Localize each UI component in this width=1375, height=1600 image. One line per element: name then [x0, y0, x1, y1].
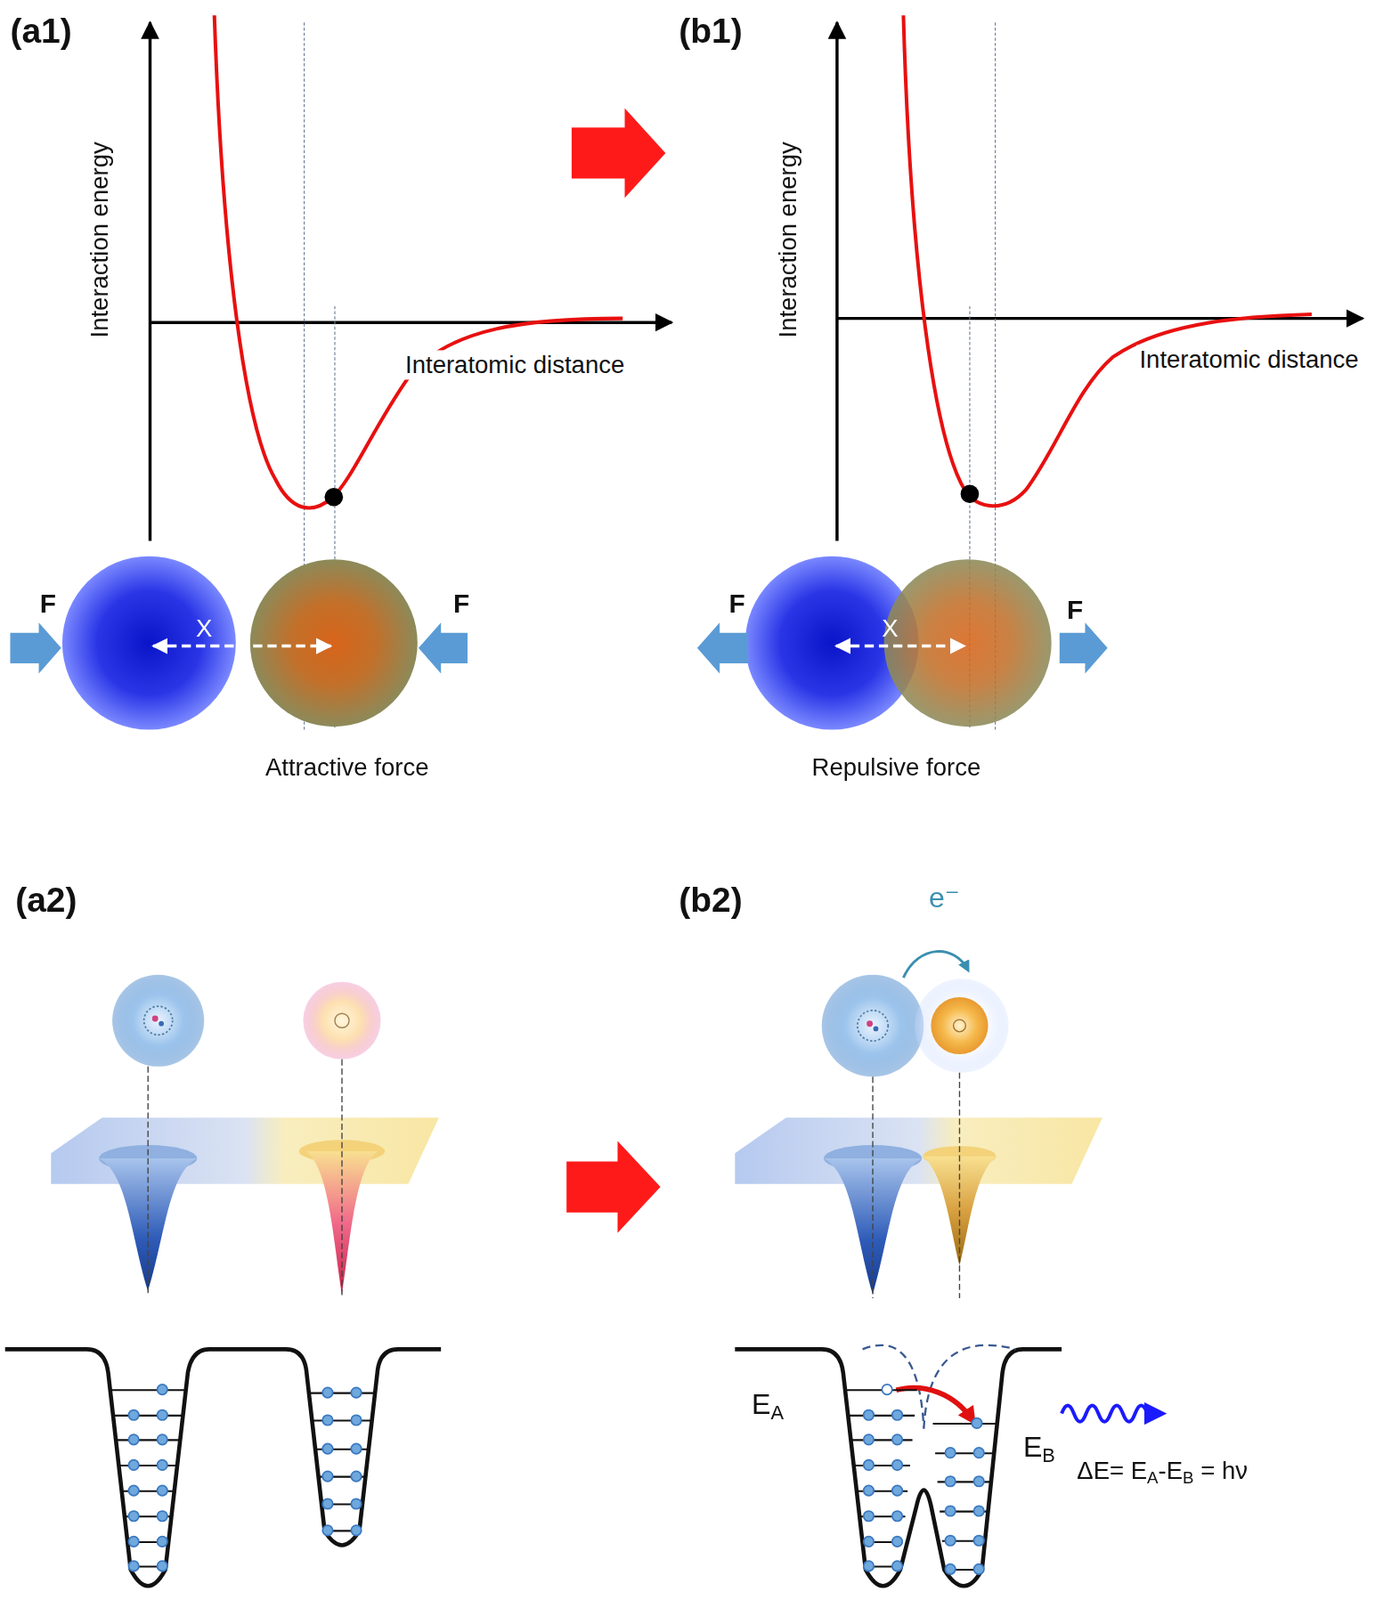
electron	[322, 1415, 333, 1425]
energy-level	[847, 1415, 915, 1417]
energy-level	[933, 1423, 998, 1425]
electron	[892, 1434, 903, 1445]
electron	[157, 1485, 168, 1496]
energy-level	[845, 1389, 918, 1392]
electron	[863, 1511, 874, 1522]
electron	[892, 1410, 903, 1421]
electron	[157, 1460, 168, 1471]
force-label: F	[728, 588, 745, 619]
panel-label: (a1)	[9, 10, 72, 51]
panel-label: (a2)	[15, 880, 77, 921]
atom-potential-b2	[734, 951, 1156, 1587]
electron	[128, 1434, 139, 1445]
energy-level	[110, 1389, 187, 1392]
transition-arrow	[571, 108, 666, 199]
electron	[350, 1525, 361, 1536]
force-label: F	[1066, 594, 1083, 626]
energy-level	[935, 1452, 994, 1455]
axis-label: Interaction energy	[84, 141, 114, 338]
electron	[944, 1564, 955, 1575]
electron	[128, 1561, 139, 1571]
energy-level	[113, 1415, 183, 1417]
electron	[350, 1471, 361, 1481]
electron	[322, 1471, 333, 1481]
electron	[128, 1485, 139, 1496]
electron	[157, 1410, 168, 1421]
electron	[944, 1476, 955, 1487]
distance-label: X	[195, 614, 212, 643]
electron	[157, 1384, 168, 1395]
electron	[944, 1505, 955, 1516]
electron	[892, 1537, 903, 1547]
electron	[974, 1476, 985, 1487]
electron	[892, 1561, 903, 1571]
electron	[322, 1443, 333, 1454]
electron	[157, 1511, 168, 1522]
energy-level	[311, 1420, 372, 1423]
axis-label: Interatomic distance	[402, 349, 628, 379]
electron	[863, 1434, 874, 1445]
electron	[350, 1498, 361, 1509]
electron	[892, 1511, 903, 1522]
energy-level	[309, 1392, 375, 1395]
panel-label: (b2)	[678, 880, 742, 921]
energy-plot-b1	[697, 15, 1363, 730]
electron	[322, 1525, 333, 1536]
energy-level	[115, 1439, 180, 1441]
axis-label: Interatomic distance	[1136, 345, 1362, 375]
electron	[322, 1387, 333, 1398]
electron	[157, 1434, 168, 1445]
panel-label: (b1)	[678, 10, 742, 51]
axis-label: Interaction energy	[773, 141, 803, 338]
atom-potential-a2	[5, 975, 441, 1587]
energy-plot-a1	[9, 15, 672, 730]
electron	[863, 1410, 874, 1421]
energy-label: EB	[1023, 1431, 1056, 1468]
electron	[157, 1537, 168, 1547]
electron	[863, 1485, 874, 1496]
electron	[944, 1448, 955, 1458]
energy-equation: ΔE= EA-EB = hν	[1076, 1456, 1248, 1488]
force-caption: Attractive force	[265, 753, 429, 782]
electron	[892, 1485, 903, 1496]
electron	[350, 1387, 361, 1398]
electron	[971, 1418, 982, 1429]
energy-label: EA	[751, 1388, 784, 1425]
electron	[863, 1537, 874, 1547]
electron	[892, 1460, 903, 1471]
electron	[974, 1448, 985, 1458]
electron	[863, 1460, 874, 1471]
electron	[128, 1460, 139, 1471]
energy-level	[850, 1439, 912, 1441]
energy-levels	[110, 1384, 998, 1575]
electron	[157, 1561, 168, 1571]
electron	[350, 1415, 361, 1425]
electron	[974, 1536, 985, 1546]
electron	[322, 1498, 333, 1509]
electron	[863, 1561, 874, 1571]
electron	[128, 1410, 139, 1421]
force-label: F	[40, 588, 57, 619]
electron-label: e⁻	[928, 881, 961, 915]
electron	[881, 1384, 892, 1395]
electron	[350, 1443, 361, 1454]
electron	[974, 1564, 985, 1575]
force-caption: Repulsive force	[812, 753, 982, 782]
force-label: F	[453, 588, 470, 619]
energy-level	[118, 1464, 178, 1467]
transition-arrow	[566, 1141, 660, 1234]
electron	[974, 1505, 985, 1516]
distance-label: X	[881, 614, 898, 643]
electron	[944, 1536, 955, 1546]
electron	[128, 1537, 139, 1547]
electron	[128, 1511, 139, 1522]
